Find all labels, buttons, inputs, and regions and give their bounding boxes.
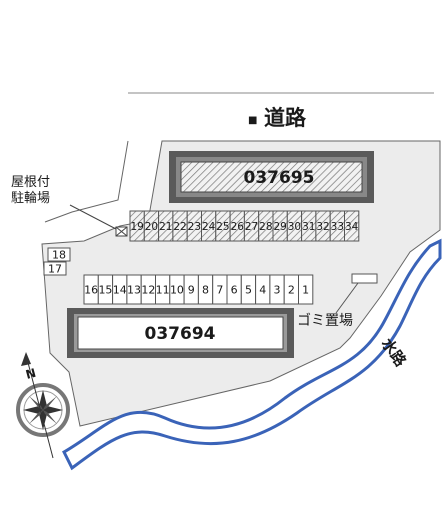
- parking-space-number: 13: [127, 284, 141, 297]
- building-south: 037694: [67, 308, 294, 358]
- parking-space-number: 33: [331, 221, 344, 233]
- building-north-label: 037695: [244, 168, 315, 188]
- parking-space-number: 14: [113, 284, 127, 297]
- parking-space-number: 3: [274, 284, 281, 297]
- parking-space-number: 5: [245, 284, 252, 297]
- compass-north-label: N: [24, 366, 37, 382]
- parking-space-number: 23: [188, 221, 201, 233]
- road-label: 道路: [264, 106, 307, 130]
- parking-space-number: 34: [345, 221, 359, 233]
- building-north: 037695: [169, 151, 374, 203]
- parking-space-number: 7: [216, 284, 223, 297]
- parking-space-number: 22: [173, 221, 186, 233]
- parking-space-number: 2: [288, 284, 295, 297]
- parking-space-number: 4: [259, 284, 266, 297]
- road-marker-icon: ■: [248, 115, 257, 126]
- parking-space-number: 21: [159, 221, 172, 233]
- parking-space: [43, 261, 67, 276]
- parking-space-number: 18: [52, 249, 66, 262]
- parking-space-number: 29: [273, 221, 286, 233]
- trash-area-box: [351, 273, 378, 284]
- parking-space-number: 25: [216, 221, 229, 233]
- parking-space-number: 8: [202, 284, 209, 297]
- parking-space-number: 26: [231, 221, 245, 233]
- trash-area-leader: [335, 282, 359, 314]
- parking-space: [344, 210, 360, 242]
- trash-area-label: ゴミ置場: [297, 312, 353, 329]
- bike-parking-label-line2: 駐輪場: [11, 190, 50, 206]
- lot-boundary-line: [44, 140, 129, 223]
- parking-space-number: 20: [145, 221, 158, 233]
- parking-space-number: 16: [84, 284, 98, 297]
- parking-space-number: 1: [302, 284, 309, 297]
- parking-space-number: 28: [259, 221, 272, 233]
- parking-space-number: 10: [170, 284, 184, 297]
- parking-space: [298, 274, 314, 305]
- parking-space-number: 32: [316, 221, 329, 233]
- building-south-label: 037694: [145, 324, 216, 344]
- parking-space-number: 6: [231, 284, 238, 297]
- bike-parking-label-line1: 屋根付: [11, 175, 50, 190]
- parking-space-number: 12: [141, 284, 155, 297]
- parking-space-number: 27: [245, 221, 258, 233]
- parking-space-number: 17: [48, 263, 62, 276]
- parking-space-number: 9: [188, 284, 195, 297]
- parking-space-number: 15: [98, 284, 112, 297]
- parking-space-number: 19: [130, 221, 143, 233]
- parking-space-number: 30: [288, 221, 301, 233]
- parking-space: [47, 247, 71, 262]
- bike-parking-marker: [69, 204, 128, 237]
- parking-space-number: 24: [202, 221, 216, 233]
- compass-icon: [16, 352, 70, 459]
- parking-space-number: 31: [302, 221, 315, 233]
- parking-space-number: 11: [156, 284, 170, 297]
- waterway: [62, 238, 442, 471]
